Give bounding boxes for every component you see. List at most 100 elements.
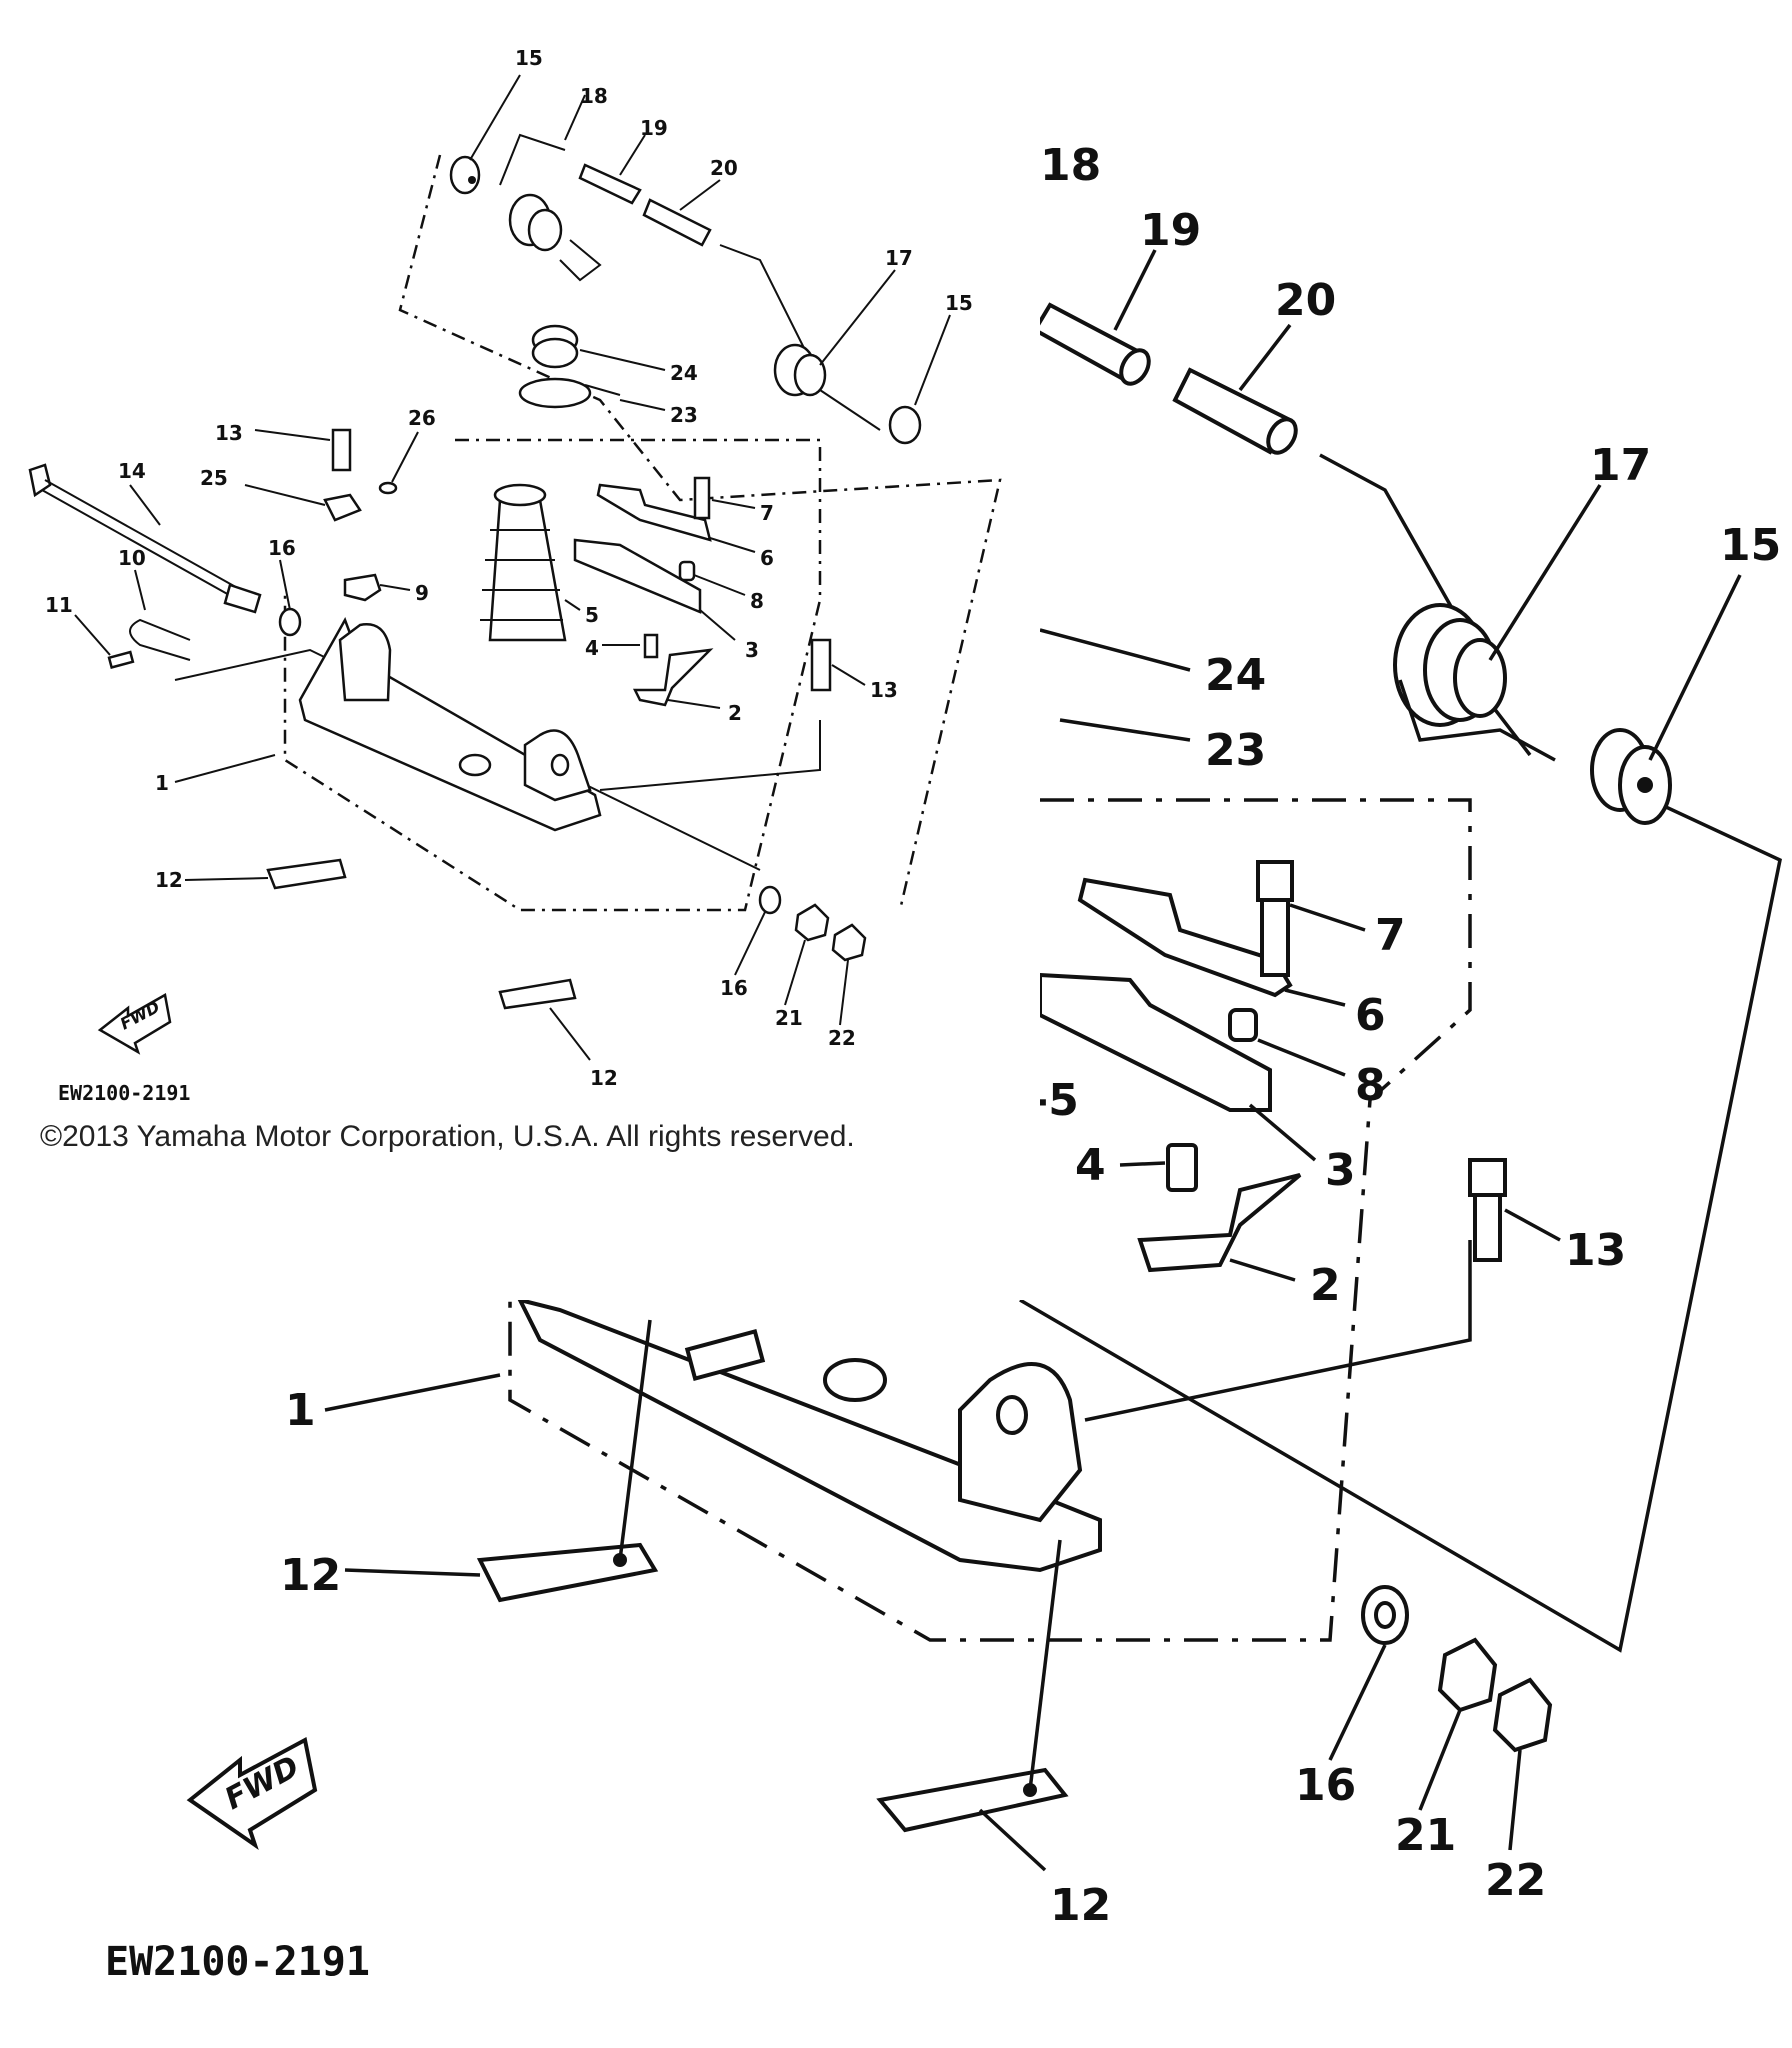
small-part-9-latch — [343, 573, 382, 602]
small-callout-13a: 13 — [215, 421, 243, 445]
large-part-8-pin — [1228, 1008, 1258, 1042]
small-view: 15 18 19 20 17 15 24 23 13 26 25 14 16 1… — [28, 46, 1002, 1105]
small-part-4-screw — [643, 633, 659, 659]
large-part-16-washer — [1361, 1585, 1409, 1645]
small-lower-outline — [283, 438, 822, 912]
small-callout-6: 6 — [760, 546, 774, 570]
small-callout-13b: 13 — [870, 678, 898, 702]
small-leader-25 — [244, 484, 326, 506]
large-part-21-nut — [1437, 1637, 1498, 1713]
small-part-5-boot — [480, 483, 567, 642]
small-callout-16b: 16 — [720, 976, 748, 1000]
large-callout-20: 20 — [1275, 275, 1336, 326]
small-part-1-base — [298, 617, 602, 832]
small-leader-9 — [379, 584, 411, 591]
small-shaft-line — [174, 648, 761, 871]
small-callout-26: 26 — [408, 406, 436, 430]
small-leader-19 — [619, 134, 646, 176]
small-leader-22 — [839, 959, 849, 1026]
small-bolt-line — [599, 720, 821, 791]
small-part-25-clip — [323, 493, 362, 522]
small-part-12-plate-b — [498, 978, 577, 1010]
large-leader-8 — [1257, 1038, 1346, 1077]
small-part-13-bolt-b — [810, 638, 832, 692]
small-leader-24 — [579, 349, 666, 371]
small-callout-17: 17 — [885, 246, 913, 270]
large-part-1-base — [516, 1297, 1102, 1573]
small-part-16-washer-b — [758, 885, 782, 915]
large-callout-2: 2 — [1310, 1260, 1341, 1311]
small-callout-10: 10 — [118, 546, 146, 570]
small-part-21-nut — [794, 903, 830, 942]
small-leader-10 — [134, 569, 146, 611]
large-part-6-plate — [1077, 877, 1293, 998]
large-leader-17 — [1488, 484, 1602, 661]
large-leader-2 — [1229, 1258, 1296, 1282]
large-callout-12b: 12 — [1050, 1880, 1111, 1931]
large-part-12-plate-bottom — [876, 1767, 1069, 1833]
small-callout-21: 21 — [775, 1006, 803, 1030]
large-callout-4: 4 — [1075, 1140, 1106, 1191]
small-part-7-bolt — [693, 476, 711, 520]
large-part-19-tube — [1032, 302, 1151, 386]
small-leader-16b — [734, 911, 766, 976]
large-leader-4 — [1119, 1161, 1166, 1167]
large-callout-6: 6 — [1355, 990, 1386, 1041]
small-part-2-bracket — [632, 648, 714, 707]
small-callout-12b: 12 — [590, 1066, 618, 1090]
large-callout-22: 22 — [1485, 1855, 1546, 1906]
large-view: 18 19 20 17 15 24 23 7 6 8 -5 3 4 13 2 1… — [105, 140, 1782, 1985]
small-part-17-spring — [719, 244, 881, 431]
small-leader-8 — [693, 574, 746, 596]
small-part-11-pin — [107, 650, 135, 669]
large-part-15-bushing — [1590, 728, 1672, 825]
large-callout-15: 15 — [1720, 520, 1781, 571]
small-callout-15a: 15 — [515, 46, 543, 70]
large-callout-18: 18 — [1040, 140, 1101, 191]
large-callout-21: 21 — [1395, 1810, 1456, 1861]
large-leader-15 — [1648, 574, 1742, 761]
large-part-2-bracket — [1137, 1173, 1302, 1273]
small-leader-21 — [784, 939, 806, 1006]
large-leader-12a — [344, 1568, 481, 1577]
large-callout-23: 23 — [1205, 725, 1266, 776]
small-leader-17 — [819, 269, 896, 366]
large-drawing-code: EW2100-2191 — [105, 1939, 370, 1985]
small-callout-18: 18 — [580, 84, 608, 108]
small-part-13-bolt-a — [331, 428, 352, 472]
small-upper-outline — [398, 154, 1002, 911]
large-shaft-line — [1019, 793, 1782, 1653]
large-leader-19 — [1113, 249, 1157, 331]
small-drawing-code: EW2100-2191 — [58, 1081, 190, 1105]
large-callout-12a: 12 — [280, 1550, 341, 1601]
large-part-17-spring — [1319, 453, 1556, 762]
small-part-8-pin — [678, 560, 696, 582]
small-callout-7: 7 — [760, 501, 774, 525]
large-leader-13 — [1504, 1208, 1561, 1242]
small-leader-7 — [711, 499, 756, 509]
small-leader-20 — [679, 179, 721, 211]
large-assembly-outline — [508, 798, 1472, 1642]
small-callout-23: 23 — [670, 403, 698, 427]
large-part-22-nut — [1492, 1677, 1553, 1753]
small-callout-22: 22 — [828, 1026, 856, 1050]
small-callout-9: 9 — [415, 581, 429, 605]
small-leader-15b — [914, 314, 951, 406]
small-part-19-tube — [578, 163, 642, 205]
small-callout-5: 5 — [585, 603, 599, 627]
large-leader-7 — [1289, 903, 1366, 932]
large-callout-1: 1 — [285, 1385, 316, 1436]
large-callout-13: 13 — [1565, 1225, 1626, 1276]
large-callout-17: 17 — [1590, 440, 1651, 491]
large-leader-23 — [1059, 718, 1191, 742]
small-leader-6 — [709, 537, 756, 553]
small-leader-13a — [254, 429, 331, 441]
small-callout-4: 4 — [585, 636, 599, 660]
large-leader-21 — [1418, 1709, 1462, 1811]
small-leader-2 — [667, 699, 721, 709]
small-leader-12a — [184, 877, 269, 881]
large-callout-8: 8 — [1355, 1060, 1386, 1111]
large-callout-24: 24 — [1205, 650, 1266, 701]
small-callout-12a: 12 — [155, 868, 183, 892]
